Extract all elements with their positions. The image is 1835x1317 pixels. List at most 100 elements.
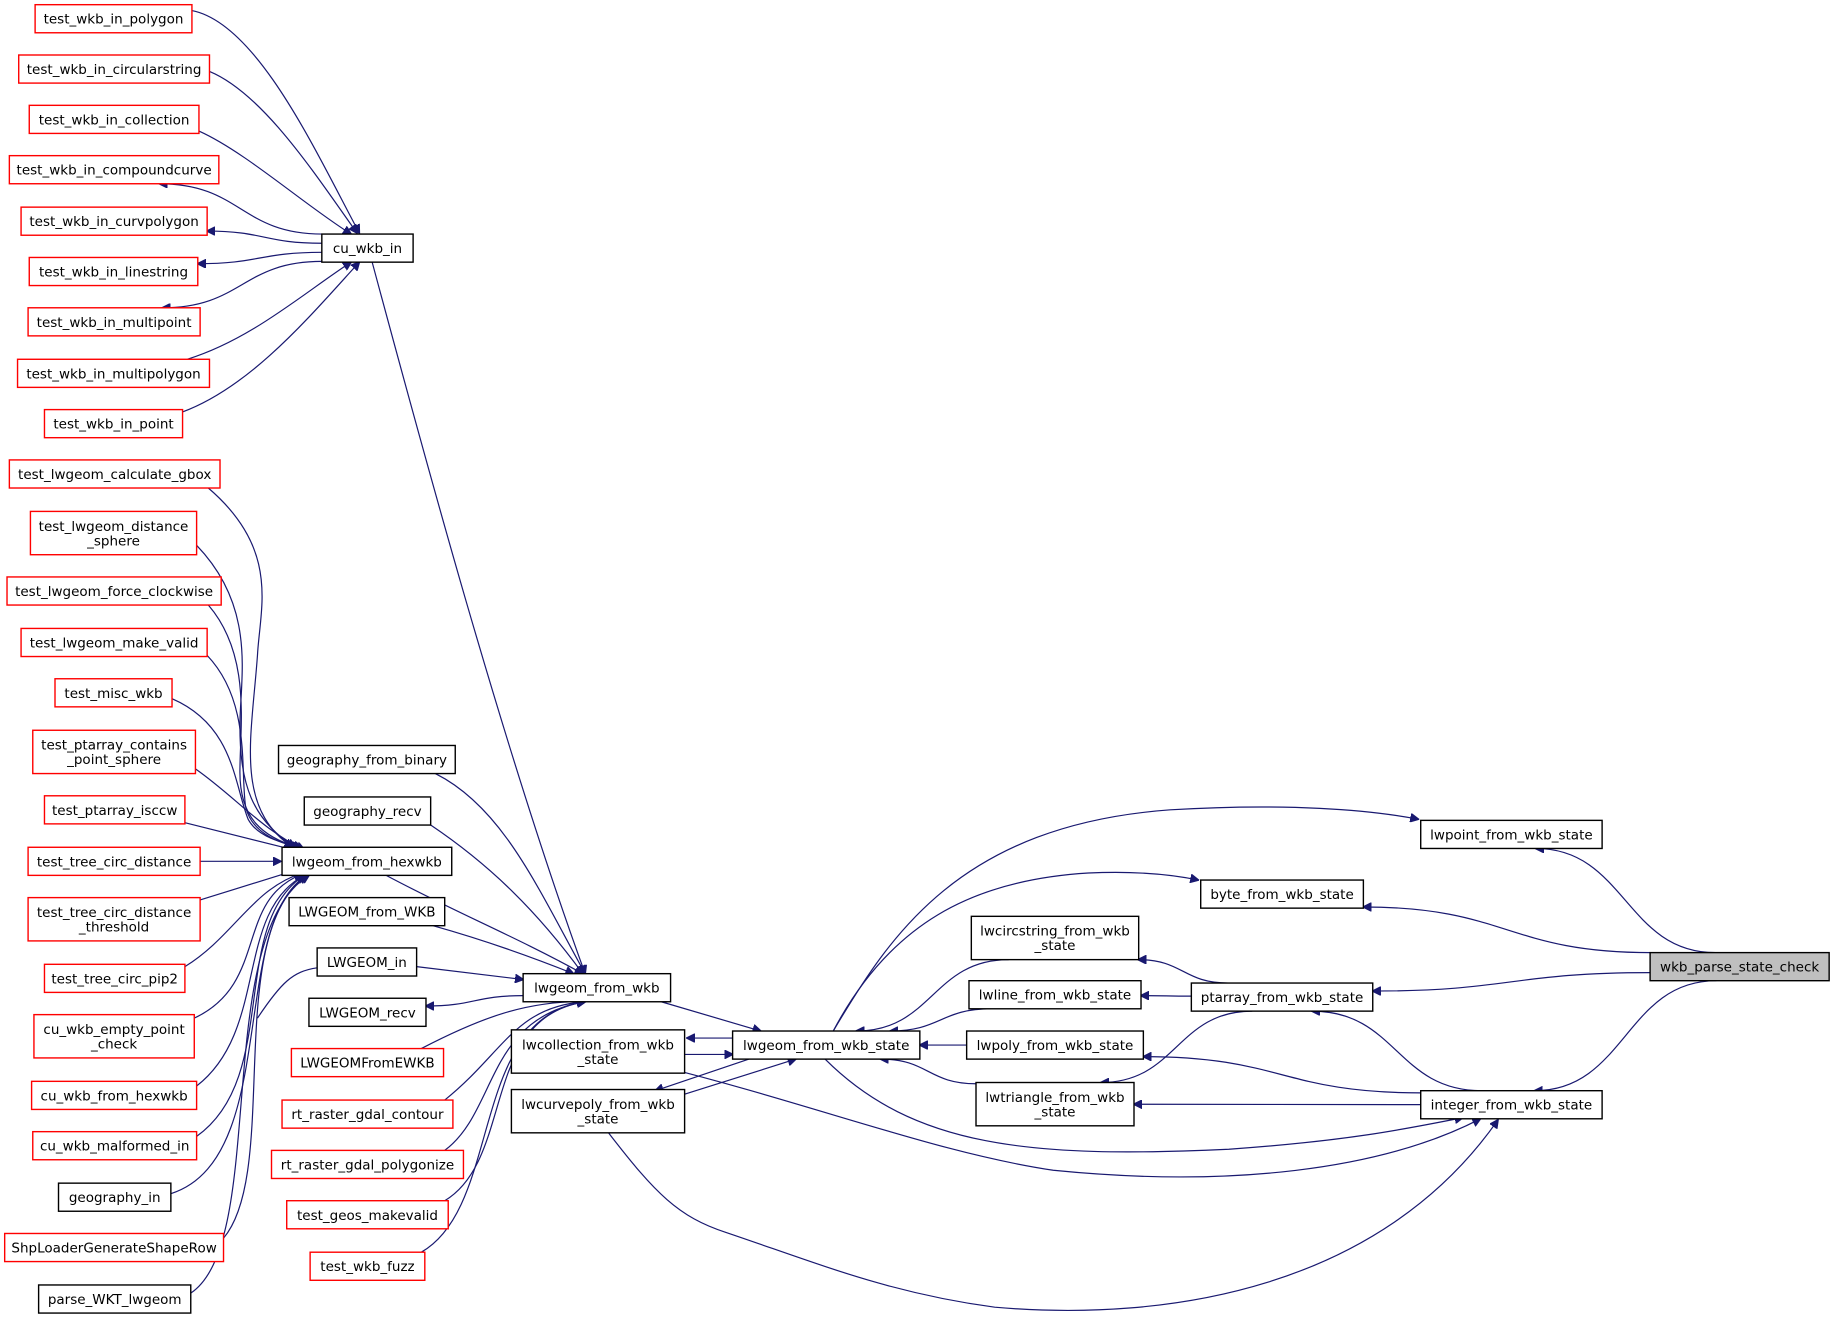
node-lwgeom-from-wkb-state[interactable]: lwgeom_from_wkb_state [731,1030,921,1060]
node-label: geography_recv [313,804,421,820]
node-box [970,915,1140,961]
node-cu-wkb-in[interactable]: cu_wkb_in [321,233,414,263]
node-test-wkb-in-curvpolygon[interactable]: test_wkb_in_curvpolygon [20,206,208,236]
node-lwcircstring-from-wkb-state[interactable]: lwcircstring_from_wkb_state [970,915,1140,961]
node-test-tree-circ-pip2[interactable]: test_tree_circ_pip2 [43,963,186,994]
node-box [43,963,186,994]
node-cu-wkb-empty-point-check[interactable]: cu_wkb_empty_point_check [33,1013,195,1059]
node-lwcollection-from-wkb-state[interactable]: lwcollection_from_wkb_state [510,1029,686,1074]
node-test-wkb-in-polygon[interactable]: test_wkb_in_polygon [34,3,193,34]
node-label: cu_wkb_empty_point [43,1022,184,1038]
node-label: test_geos_makevalid [297,1208,438,1224]
node-box [27,307,201,337]
node-test-ptarray-isccw[interactable]: test_ptarray_isccw [43,795,186,825]
edge-cu_wkb_in>lwgeom_from_wkb [371,261,585,974]
node-test-geos-makevalid[interactable]: test_geos_makevalid [286,1200,449,1230]
node-box [43,795,186,825]
edge-test_ptarray_contains_point_sphere>lwgeom_from_hexwkb [195,768,304,850]
node-geography-from-binary[interactable]: geography_from_binary [277,744,456,775]
edge-rt_raster_gdal_contour>lwgeom_from_wkb [444,1002,585,1101]
node-box [308,997,427,1028]
node-test-tree-circ-distance-threshold[interactable]: test_tree_circ_distance_threshold [27,896,201,942]
node-lwgeom-from-wkb[interactable]: lwgeom_from_wkb [522,972,672,1003]
edge-test_wkb_in_polygon>cu_wkb_in [191,9,359,233]
edge-ptarray_from_wkb_state>wkb_parse_state_check [1373,972,1651,991]
edge-test_tree_circ_pip2>lwgeom_from_hexwkb [184,873,302,968]
node-wkb-parse-state-check[interactable]: wkb_parse_state_check [1649,951,1830,982]
edge-rt_raster_gdal_polygonize>lwgeom_from_wkb [444,1002,585,1151]
node-test-lwgeom-calculate-gbox[interactable]: test_lwgeom_calculate_gbox [8,459,221,489]
node-rt-raster-gdal-contour[interactable]: rt_raster_gdal_contour [281,1099,454,1129]
node-lwtriangle-from-wkb-state[interactable]: lwtriangle_from_wkb_state [975,1081,1135,1127]
edge-lwgeom_from_wkb_state>lwpoint_from_wkb_state [832,806,1418,1032]
edge-test_wkb_in_multipolygon>cu_wkb_in [187,262,351,360]
node-lwpoly-from-wkb-state[interactable]: lwpoly_from_wkb_state [965,1030,1145,1060]
node-label: lwtriangle_from_wkb [985,1090,1124,1106]
node-label: LWGEOM_from_WKB [298,905,435,921]
node-rt-raster-gdal-polygonize[interactable]: rt_raster_gdal_polygonize [270,1149,465,1180]
edge-geography_from_binary>lwgeom_from_wkb [435,773,585,974]
node-box [290,1047,445,1078]
node-test-wkb-fuzz[interactable]: test_wkb_fuzz [309,1251,426,1281]
node-geography-in[interactable]: geography_in [57,1182,172,1212]
node-lwgeom-from-wkb[interactable]: LWGEOM_from_WKB [288,896,446,927]
node-test-wkb-in-linestring[interactable]: test_wkb_in_linestring [28,256,199,287]
edge-lwgeom_from_wkb_state>lwcurvepoly_from_wkb_state [655,1058,750,1091]
node-lwline-from-wkb-state[interactable]: lwline_from_wkb_state [968,980,1142,1010]
edge-test_lwgeom_force_clockwise>lwgeom_from_hexwkb [207,604,297,847]
node-label: _state [1034,1104,1076,1120]
edge-lwgeom_from_wkb>lwgeom_from_wkb_state [661,1001,760,1031]
node-parse-wkt-lwgeom[interactable]: parse_WKT_lwgeom [37,1284,192,1314]
node-ptarray-from-wkb-state[interactable]: ptarray_from_wkb_state [1190,982,1374,1012]
node-label: geography_in [69,1190,161,1206]
node-test-wkb-in-multipolygon[interactable]: test_wkb_in_multipolygon [16,358,211,389]
node-lwcurvepoly-from-wkb-state[interactable]: lwcurvepoly_from_wkb_state [510,1088,686,1134]
node-test-lwgeom-make-valid[interactable]: test_lwgeom_make_valid [20,627,208,658]
node-box [968,980,1142,1010]
node-lwgeom-in[interactable]: LWGEOM_in [316,947,418,977]
node-box [1420,1089,1603,1120]
node-cu-wkb-malformed-in[interactable]: cu_wkb_malformed_in [32,1130,198,1161]
node-box [1200,879,1365,909]
node-lwgeom-recv[interactable]: LWGEOM_recv [308,997,427,1028]
edge-test_wkb_in_curvpolygon>cu_wkb_in [207,231,322,244]
edge-test_wkb_in_collection>cu_wkb_in [198,130,351,234]
edge-lwgeom_from_wkb_state>lwline_from_wkb_state [890,1008,992,1031]
node-box [32,1130,198,1161]
node-test-misc-wkb[interactable]: test_misc_wkb [54,678,173,708]
node-box [510,1029,686,1074]
edge-lwline_from_wkb_state>ptarray_from_wkb_state [1141,996,1192,997]
node-byte-from-wkb-state[interactable]: byte_from_wkb_state [1200,879,1365,909]
node-test-wkb-in-circularstring[interactable]: test_wkb_in_circularstring [18,54,211,84]
edge-ShpLoaderGenerateShapeRow>lwgeom_from_hexwkb [223,875,307,1239]
edge-lwpoint_from_wkb_state>wkb_parse_state_check [1536,848,1716,954]
node-box [37,1284,192,1314]
node-shploadergenerateshaperow[interactable]: ShpLoaderGenerateShapeRow [3,1232,225,1263]
node-label: _sphere [86,533,140,549]
node-box [975,1081,1135,1127]
node-test-ptarray-contains-point-sphere[interactable]: test_ptarray_contains_point_sphere [32,729,197,775]
node-test-wkb-in-multipoint[interactable]: test_wkb_in_multipoint [27,307,201,337]
node-lwpoint-from-wkb-state[interactable]: lwpoint_from_wkb_state [1420,819,1603,850]
node-test-wkb-in-collection[interactable]: test_wkb_in_collection [28,104,200,135]
node-label: cu_wkb_malformed_in [40,1139,190,1155]
node-label: test_wkb_in_multipoint [37,315,192,331]
node-box [43,408,184,439]
edge-lwtriangle_from_wkb_state>ptarray_from_wkb_state [1101,1010,1253,1082]
edge-lwcurvepoly_from_wkb_state>integer_from_wkb_state [608,1120,1498,1311]
node-label: LWGEOMFromEWKB [300,1056,434,1072]
node-test-lwgeom-distance-sphere[interactable]: test_lwgeom_distance_sphere [29,510,198,556]
node-test-tree-circ-distance[interactable]: test_tree_circ_distance [27,846,201,877]
node-lwgeom-from-hexwkb[interactable]: lwgeom_from_hexwkb [281,846,453,877]
node-lwgeomfromewkb[interactable]: LWGEOMFromEWKB [290,1047,445,1078]
node-geography-recv[interactable]: geography_recv [303,796,432,826]
node-test-wkb-in-point[interactable]: test_wkb_in_point [43,408,184,439]
node-label: _threshold [78,920,149,936]
edge-lwcollection_from_wkb_state>integer_from_wkb_state [655,1064,1480,1178]
node-test-wkb-in-compoundcurve[interactable]: test_wkb_in_compoundcurve [8,154,220,185]
node-integer-from-wkb-state[interactable]: integer_from_wkb_state [1420,1089,1603,1120]
node-test-lwgeom-force-clockwise[interactable]: test_lwgeom_force_clockwise [6,576,222,606]
node-label: cu_wkb_in [333,241,402,257]
node-cu-wkb-from-hexwkb[interactable]: cu_wkb_from_hexwkb [30,1080,198,1111]
node-box [54,678,173,708]
